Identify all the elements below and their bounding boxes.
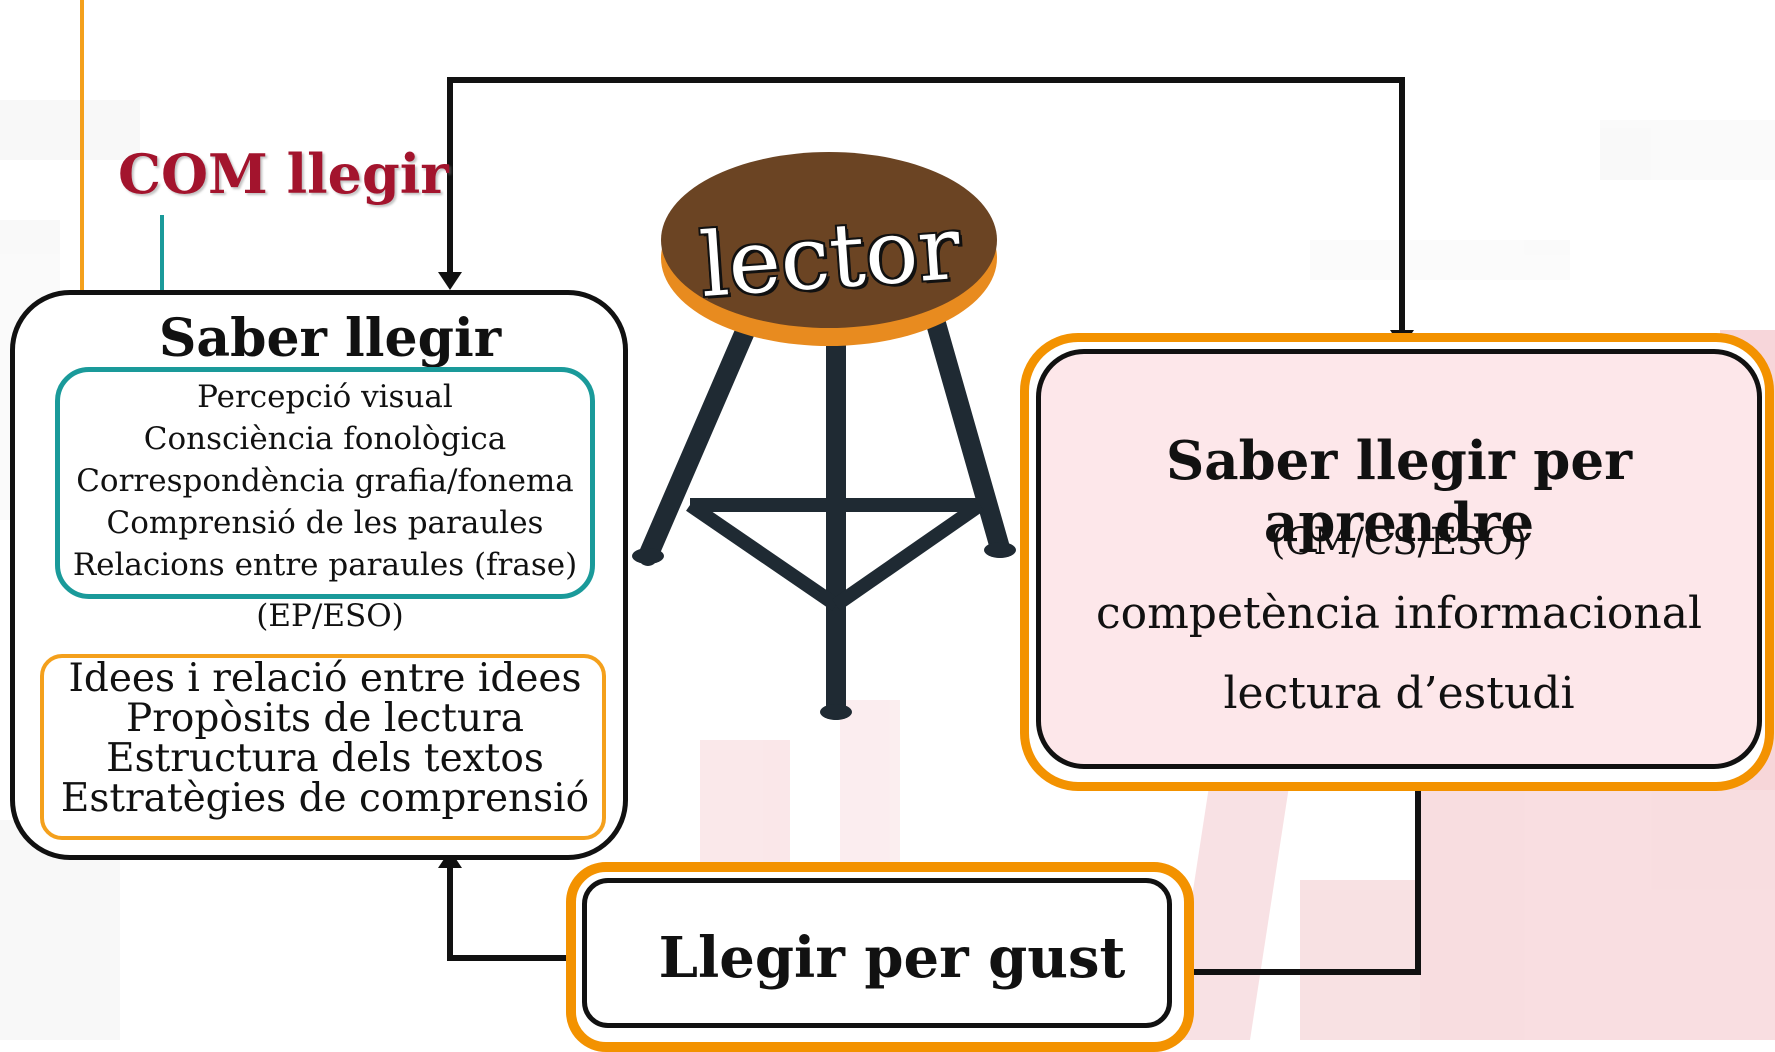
stool-illustration: [632, 152, 1016, 720]
basic-skills-list: Percepció visual Consciència fonològica …: [62, 376, 588, 586]
list-item: Estratègies de comprensió: [60, 776, 590, 821]
saber-llegir-title: Saber llegir: [158, 308, 502, 369]
list-item: Propòsits de lectura: [126, 696, 524, 741]
level-label-cm-cs-eso: (CM/CS/ESO): [1270, 520, 1528, 563]
basic-skills-box: [55, 367, 595, 599]
bottom-left-connector: [447, 862, 566, 961]
com-llegir-label: COM llegir: [118, 142, 449, 206]
llegir-per-gust-box: [582, 878, 1172, 1028]
comprehension-list: Idees i relació entre idees Propòsits de…: [48, 659, 602, 819]
arrowhead-left-box-top: [438, 272, 462, 290]
list-item: Idees i relació entre idees: [68, 656, 582, 701]
top-loop-connector: [447, 77, 1405, 340]
list-item: Relacions entre paraules (frase): [72, 547, 578, 583]
comprehension-box: [40, 654, 606, 840]
bottom-right-connector: [1176, 774, 1421, 975]
competencia-informacional-text: competència informacional: [1095, 588, 1703, 639]
list-item: Correspondència grafia/fonema: [76, 463, 574, 499]
lectura-estudi-text: lectura d’estudi: [1223, 668, 1575, 719]
stool-label: lector: [696, 196, 964, 317]
saber-llegir-per-aprendre-title: Saber llegir per aprendre: [1165, 430, 1633, 554]
level-label-ep-eso: (EP/ESO): [256, 598, 404, 634]
llegir-per-gust-title: Llegir per gust: [658, 925, 1126, 991]
saber-llegir-per-aprendre-box: [1036, 349, 1762, 769]
saber-llegir-box: [10, 290, 628, 860]
list-item: Percepció visual: [197, 379, 453, 415]
list-item: Comprensió de les paraules: [106, 505, 544, 541]
list-item: Consciència fonològica: [143, 421, 507, 457]
list-item: Estructura dels textos: [106, 736, 544, 781]
